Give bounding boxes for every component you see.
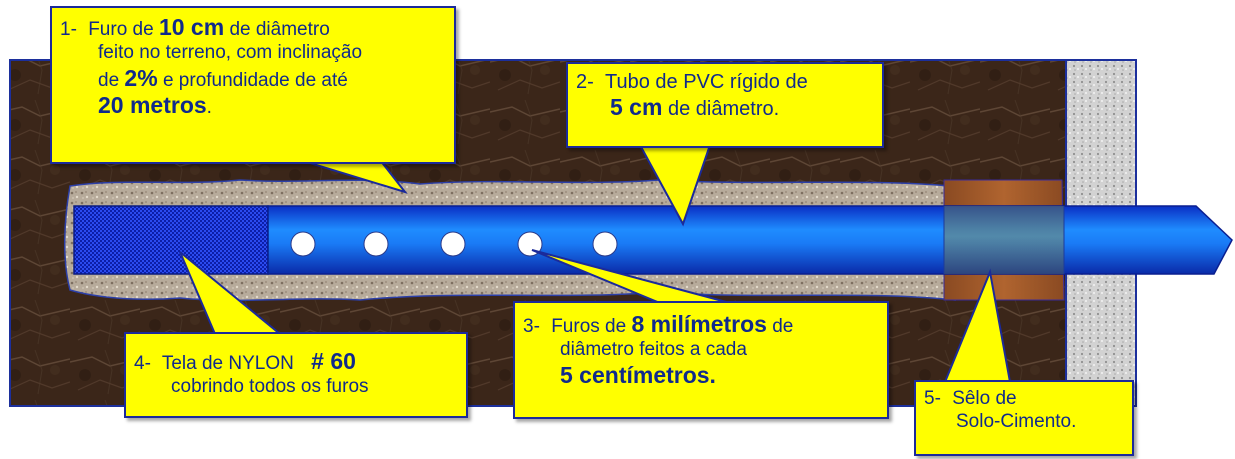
pipe-hole — [517, 231, 543, 257]
callout-pipe-spec: 2- Tubo de PVC rígido de 5 cm de diâmetr… — [566, 62, 884, 148]
callout-text: de diâmetro. — [668, 98, 780, 120]
pipe-hole — [440, 231, 466, 257]
callout-number: 1- — [60, 19, 77, 40]
callout-highlight: 2% — [124, 64, 158, 91]
callout-number: 5- — [924, 388, 941, 409]
callout-seal: 5- Sêlo de Solo-Cimento. — [914, 380, 1134, 456]
callout-text: Sêlo de — [952, 388, 1017, 409]
callout-highlight: 5 cm — [610, 94, 663, 120]
pipe-hole — [592, 231, 618, 257]
pipe-in-seal — [944, 206, 1064, 274]
callout-text: e profundidade de até — [162, 69, 348, 91]
callout-text: de — [772, 316, 794, 337]
pipe-hole — [363, 231, 389, 257]
callout-perforation-spec: 3- Furos de 8 milímetros de diâmetro fei… — [513, 301, 889, 419]
callout-number: 3- — [523, 316, 540, 337]
callout-highlight: 10 cm — [158, 14, 225, 40]
callout-text: feito no terreno, com inclinação — [98, 41, 363, 63]
callout-number: 2- — [576, 71, 594, 93]
callout-text: de — [98, 69, 120, 91]
callout-highlight: # 60 — [311, 348, 356, 374]
callout-text: Furos de — [551, 316, 627, 337]
callout-text: Furo de — [88, 19, 154, 40]
pipe-hole — [290, 231, 316, 257]
nylon-mesh — [73, 205, 269, 275]
callout-number: 4- — [134, 353, 151, 374]
callout-text: cobrindo todos os furos — [171, 375, 369, 397]
callout-highlight: 8 milímetros — [631, 311, 767, 337]
callout-highlight: 20 metros — [98, 92, 207, 119]
callout-text: Solo-Cimento. — [956, 410, 1077, 432]
callout-text: Tubo de PVC rígido de — [605, 71, 808, 93]
callout-highlight: 5 centímetros. — [560, 361, 716, 388]
callout-text: diâmetro feitos a cada — [560, 338, 747, 360]
callout-text: Tela de NYLON — [161, 353, 294, 374]
pvc-pipe — [267, 205, 1233, 275]
callout-text: . — [206, 97, 212, 119]
callout-nylon-mesh: 4- Tela de NYLON # 60 cobrindo todos os … — [124, 332, 468, 418]
callout-hole-spec: 1- Furo de 10 cm de diâmetro feito no te… — [50, 6, 456, 164]
callout-text: de diâmetro — [229, 19, 330, 40]
